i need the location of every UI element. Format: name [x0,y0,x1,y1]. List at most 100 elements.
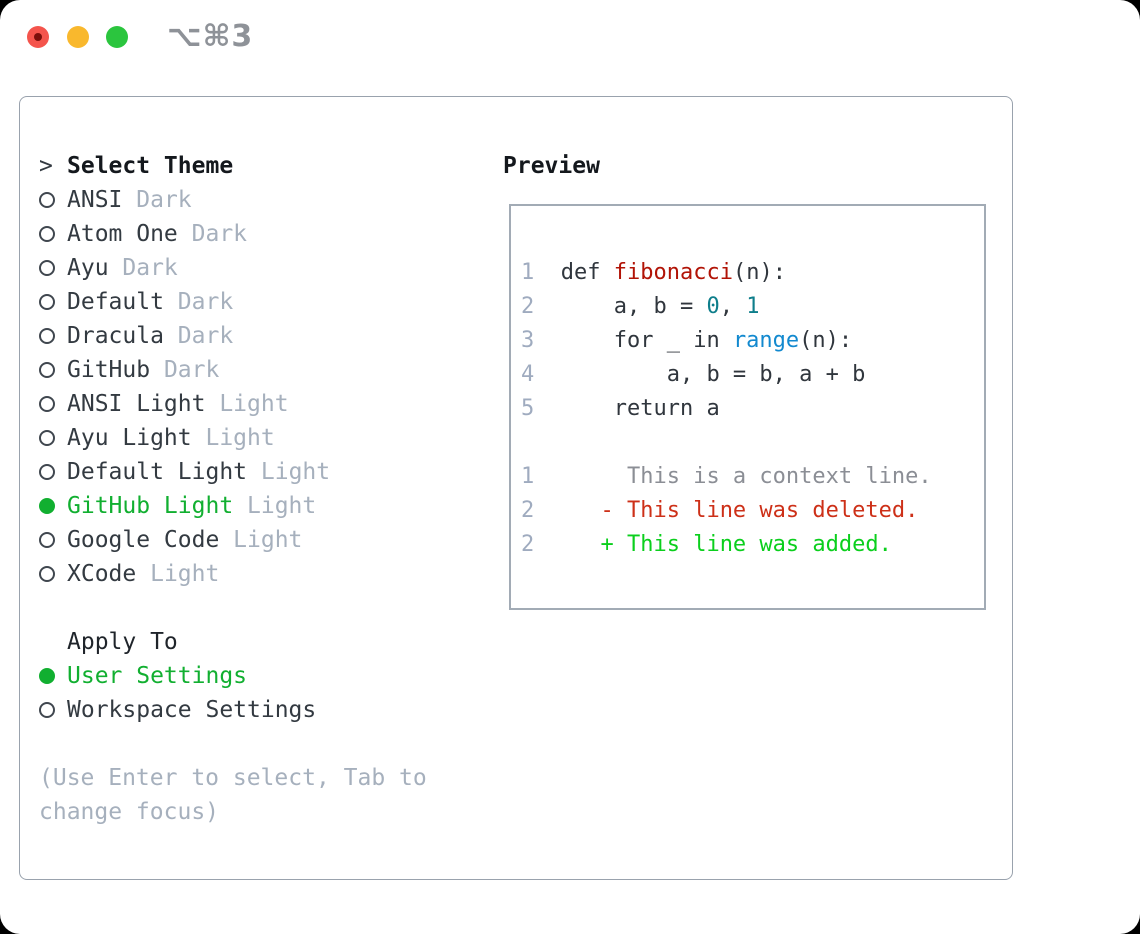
option-variant: Dark [136,187,192,213]
option-label: GitHub Light [67,493,248,519]
theme-picker-header: > Select Theme [39,149,427,183]
theme-option-default-light[interactable]: Default Light Light [39,455,427,489]
option-label: Workspace Settings [67,697,317,723]
preview-segment-ln: 2 [521,532,561,557]
preview-line: 4 a, b = b, a + b [521,358,984,392]
preview-line [521,222,984,256]
option-label: Default Light [67,459,261,485]
option-variant: Light [205,425,275,451]
radio-unselected-icon [39,362,55,378]
option-variant: Light [150,561,220,587]
preview-segment-ln: 5 [521,396,561,421]
preview-segment-fg: return a [560,396,720,421]
zoom-button[interactable] [106,26,128,48]
option-variant: Dark [191,221,248,247]
hint-line-1: (Use Enter to select, Tab to [39,765,427,791]
close-button-dot-icon [34,33,42,41]
section-gap [39,591,427,625]
theme-option-github[interactable]: GitHub Dark [39,353,427,387]
preview-segment-ln: 4 [521,362,561,387]
theme-option-ansi[interactable]: ANSI Dark [39,183,427,217]
preview-segment-fg: , [719,294,747,319]
focus-caret-icon: > [39,153,53,179]
apply-to-header: Apply To [39,625,427,659]
preview-segment-ln: 2 [521,294,561,319]
option-label: User Settings [67,663,248,689]
option-variant: Dark [163,357,220,383]
preview-segment-fg: for _ in [560,328,733,353]
preview-line: 1 def fibonacci(n): [521,256,984,290]
apply-option-workspace-settings[interactable]: Workspace Settings [39,693,427,727]
preview-line [521,426,984,460]
theme-option-xcode[interactable]: XCode Light [39,557,427,591]
theme-option-github-light[interactable]: GitHub Light Light [39,489,427,523]
preview-title: Preview [503,153,600,179]
preview-segment-call: range [732,328,800,353]
option-variant: Dark [177,289,234,315]
close-button[interactable] [27,26,49,48]
minimize-button[interactable] [67,26,89,48]
preview-segment-fg: (n): [732,260,786,285]
hint-line-2: change focus) [39,799,220,825]
preview-line: 2 a, b = 0, 1 [521,290,984,324]
section-gap [39,727,427,761]
option-variant: Light [247,493,317,519]
option-label: ANSI [67,187,137,213]
radio-selected-icon [39,498,55,514]
theme-option-default[interactable]: Default Dark [39,285,427,319]
option-label: Ayu Light [67,425,206,451]
option-variant: Light [219,391,289,417]
theme-option-google-code[interactable]: Google Code Light [39,523,427,557]
option-variant: Light [233,527,303,553]
option-label: Atom One [67,221,192,247]
preview-segment-fg: a, b = [560,294,707,319]
hint-text: (Use Enter to select, Tab to change focu… [39,761,427,829]
option-variant: Dark [122,255,178,281]
preview-segment-fg: def [560,260,614,285]
apply-option-user-settings[interactable]: User Settings [39,659,427,693]
theme-picker-title: Select Theme [67,153,234,179]
preview-segment-ln: 1 [521,260,561,285]
theme-option-ayu[interactable]: Ayu Dark [39,251,427,285]
preview-segment-fn: fibonacci [613,260,733,285]
radio-unselected-icon [39,226,55,242]
apply-to-title: Apply To [67,629,178,655]
preview-segment-ln: 3 [521,328,561,353]
preview-segment-ln: 2 [521,498,561,523]
theme-option-dracula[interactable]: Dracula Dark [39,319,427,353]
preview-line: 5 return a [521,392,984,426]
option-label: ANSI Light [67,391,220,417]
option-label: Ayu [67,255,123,281]
preview-segment-num: 1 [746,294,760,319]
theme-option-ansi-light[interactable]: ANSI Light Light [39,387,427,421]
preview-line: 3 for _ in range(n): [521,324,984,358]
preview-line [521,562,984,596]
radio-unselected-icon [39,192,55,208]
option-variant: Light [260,459,331,485]
preview-segment-del: - This line was deleted. [560,498,919,523]
preview-line: 2 + This line was added. [521,528,984,562]
radio-unselected-icon [39,294,55,310]
radio-selected-icon [39,668,55,684]
radio-unselected-icon [39,566,55,582]
preview-segment-add: + This line was added. [560,532,892,557]
theme-option-atom-one[interactable]: Atom One Dark [39,217,427,251]
radio-unselected-icon [39,328,55,344]
preview-segment-fg: (n): [799,328,853,353]
preview-line: 1 This is a context line. [521,460,984,494]
radio-unselected-icon [39,260,55,276]
option-label: Default [67,289,178,315]
theme-option-ayu-light[interactable]: Ayu Light Light [39,421,427,455]
preview-segment-num: 0 [706,294,720,319]
preview-segment-fg: a, b = b, a + b [560,362,866,387]
radio-unselected-icon [39,396,55,412]
radio-unselected-icon [39,702,55,718]
window-title: ⌥⌘3 [167,19,254,54]
radio-unselected-icon [39,532,55,548]
titlebar: ⌥⌘3 [0,0,1140,74]
